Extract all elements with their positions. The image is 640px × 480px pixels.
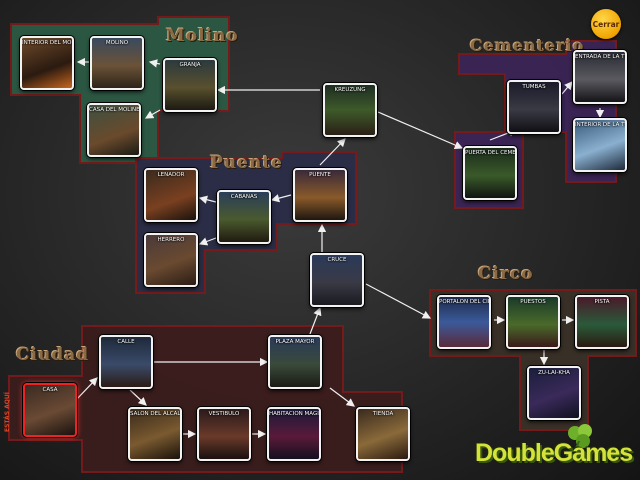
link-casa-calle (75, 377, 98, 401)
location-kreuzung[interactable]: KREUZUNG (323, 83, 377, 137)
location-casa[interactable]: CASA (23, 383, 77, 437)
location-puerta-cementerio[interactable]: PUERTA DEL CEMENTERIO (463, 146, 517, 200)
link-puente-kreuzung (319, 138, 346, 166)
location-label: HERRERO (157, 237, 185, 243)
location-label: SALÓN DEL ALCALDE (130, 411, 180, 417)
region-title-cementerio: Cementerio (470, 36, 585, 55)
location-tienda[interactable]: TIENDA (356, 407, 410, 461)
region-title-ciudad: Ciudad (16, 345, 90, 365)
location-label: HABITACIÓN MÁGICA (269, 411, 319, 417)
link-cabanas-lenador (198, 195, 217, 204)
location-casa-molinero[interactable]: CASA DEL MOLINERO (87, 103, 141, 157)
location-label: CABAÑAS (230, 194, 258, 200)
link-granja-molino (148, 59, 161, 68)
clover-icon (568, 424, 592, 453)
location-herrero[interactable]: HERRERO (144, 233, 198, 287)
location-zulaikha[interactable]: ZU-LAI-KHA (527, 366, 581, 420)
location-granja[interactable]: GRANJA (163, 58, 217, 112)
link-cruce-portalon (365, 283, 432, 319)
location-label: TUMBAS (522, 84, 546, 90)
link-kreuzung-puerta (377, 111, 464, 150)
location-entrada-tumba[interactable]: ENTRADA DE LA TUMBA (573, 50, 627, 104)
location-label: CASA (42, 387, 58, 393)
location-puente[interactable]: PUENTE (293, 168, 347, 222)
location-label: PISTA (594, 299, 610, 305)
location-label: PORTALÓN DEL CIRCO (439, 299, 489, 305)
region-title-circo: Circo (478, 264, 534, 284)
location-label: ZU-LAI-KHA (538, 370, 570, 376)
location-molino[interactable]: MOLINO (90, 36, 144, 90)
location-puestos[interactable]: PUESTOS (506, 295, 560, 349)
location-interior-molino[interactable]: INTERIOR DEL MOLINO (20, 36, 74, 90)
doublegames-watermark: DoubleGames (475, 423, 635, 473)
location-habitacion-magica[interactable]: HABITACIÓN MÁGICA (267, 407, 321, 461)
link-granja-casa-molinero (144, 109, 161, 119)
location-label: GRANJA (179, 62, 201, 68)
link-plaza-cruce (309, 306, 322, 335)
link-cabanas-herrero (198, 237, 217, 246)
location-label: PUERTA DEL CEMENTERIO (465, 150, 515, 156)
location-label: CASA DEL MOLINERO (89, 107, 139, 113)
you-are-here-label: ESTÁS AQUÍ (4, 392, 11, 432)
location-label: PUESTOS (520, 299, 546, 305)
location-label: KREUZUNG (334, 87, 366, 93)
location-label: INTERIOR DE LA TUMBA (575, 122, 625, 128)
link-tumbas-entrada (561, 81, 573, 95)
location-salon-alcalde[interactable]: SALÓN DEL ALCALDE (128, 407, 182, 461)
location-label: PUENTE (309, 172, 331, 178)
location-label: VESTÍBULO (208, 411, 240, 417)
location-label: LEÑADOR (157, 172, 185, 178)
region-title-puente: Puente (210, 153, 283, 173)
close-button[interactable]: Cerrar (591, 9, 621, 39)
location-portalon-circo[interactable]: PORTALÓN DEL CIRCO (437, 295, 491, 349)
location-lenador[interactable]: LEÑADOR (144, 168, 198, 222)
location-label: PLAZA MAYOR (275, 339, 315, 345)
location-cruce[interactable]: CRUCE (310, 253, 364, 307)
location-tumbas[interactable]: TUMBAS (507, 80, 561, 134)
location-label: INTERIOR DEL MOLINO (22, 40, 72, 46)
location-plaza-mayor[interactable]: PLAZA MAYOR (268, 335, 322, 389)
location-label: ENTRADA DE LA TUMBA (575, 54, 625, 60)
location-vestibulo[interactable]: VESTÍBULO (197, 407, 251, 461)
link-puente-cabanas (270, 194, 292, 203)
location-interior-tumba[interactable]: INTERIOR DE LA TUMBA (573, 118, 627, 172)
link-calle-salon (129, 389, 147, 406)
location-label: MOLINO (105, 40, 129, 46)
location-pista[interactable]: PISTA (575, 295, 629, 349)
location-label: CRUCE (327, 257, 347, 263)
location-label: CALLE (117, 339, 135, 345)
brand-wordmark: DoubleGames (475, 439, 633, 467)
location-cabanas[interactable]: CABAÑAS (217, 190, 271, 244)
location-calle[interactable]: CALLE (99, 335, 153, 389)
location-label: TIENDA (372, 411, 394, 417)
link-plaza-tienda (329, 387, 355, 407)
region-title-molino: Molino (166, 26, 239, 46)
